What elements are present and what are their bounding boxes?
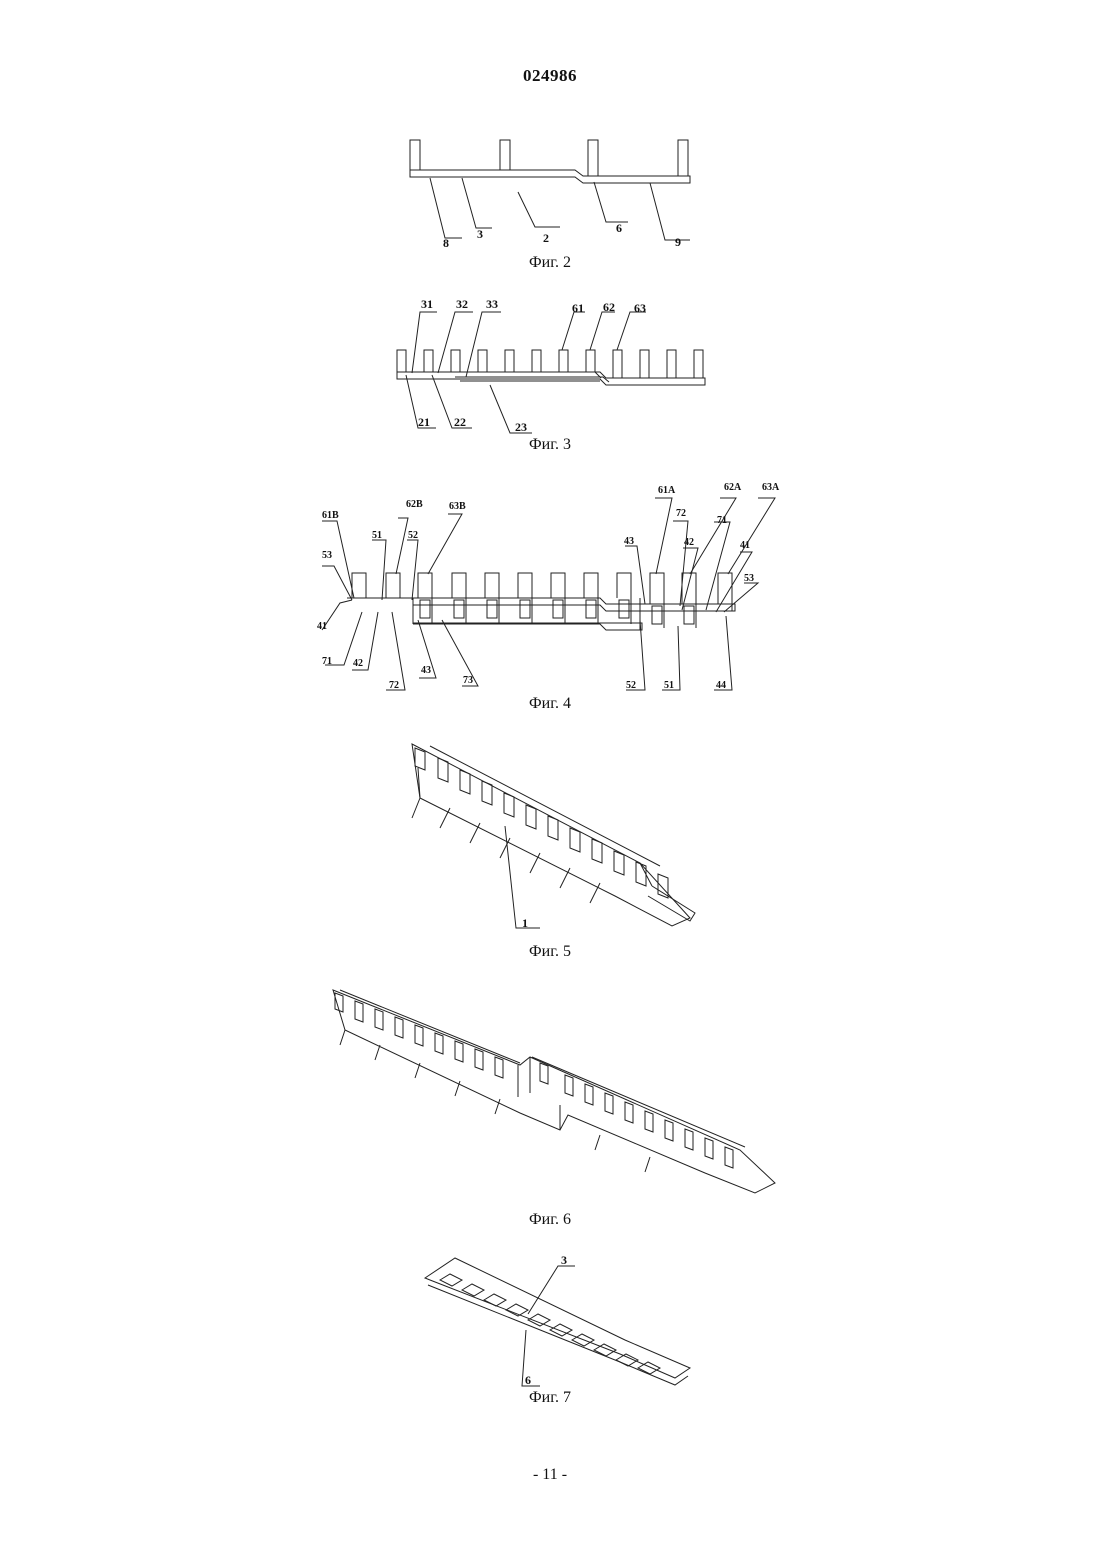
page-number: - 11 - — [0, 1466, 1100, 1484]
figure-5-caption: Фиг. 5 — [0, 943, 1100, 961]
fig4-label: 73 — [463, 675, 473, 686]
figure-3-drawing: 31 32 33 61 62 63 21 22 23 — [0, 295, 1100, 435]
figure-4-drawing: 61B 62B 63B 51 52 53 41 71 42 72 43 73 6… — [0, 478, 1100, 698]
figure-7-caption: Фиг. 7 — [0, 1389, 1100, 1407]
fig2-label: 2 — [543, 231, 549, 245]
fig2-label: 8 — [443, 236, 449, 250]
fig4-label: 43 — [421, 665, 431, 676]
fig4-label: 43 — [624, 536, 634, 547]
fig4-label: 61A — [658, 485, 676, 496]
fig3-label: 32 — [456, 297, 468, 311]
figure-3-caption: Фиг. 3 — [0, 436, 1100, 454]
figure-6-drawing — [0, 985, 1100, 1205]
fig4-label: 71 — [322, 656, 332, 667]
fig4-label: 63B — [449, 501, 466, 512]
figure-5-drawing: 1 — [0, 738, 1100, 938]
figure-7-drawing: 3 6 — [0, 1250, 1100, 1390]
fig4-label: 61B — [322, 510, 339, 521]
fig4-label: 62B — [406, 499, 423, 510]
fig7-label: 6 — [525, 1373, 531, 1387]
fig2-label: 9 — [675, 235, 681, 249]
fig3-label: 61 — [572, 301, 584, 315]
fig4-label: 52 — [626, 680, 636, 691]
fig4-label: 41 — [740, 540, 750, 551]
fig3-label: 22 — [454, 415, 466, 429]
fig3-label: 21 — [418, 415, 430, 429]
fig4-label: 53 — [744, 573, 754, 584]
fig4-label: 63A — [762, 482, 780, 493]
fig3-label: 63 — [634, 301, 646, 315]
figure-6-caption: Фиг. 6 — [0, 1211, 1100, 1229]
fig4-label: 72 — [676, 508, 686, 519]
fig4-label: 72 — [389, 680, 399, 691]
fig5-label: 1 — [522, 916, 528, 930]
figure-2-caption: Фиг. 2 — [0, 254, 1100, 272]
fig7-label: 3 — [561, 1253, 567, 1267]
fig2-label: 3 — [477, 227, 483, 241]
fig3-label: 23 — [515, 420, 527, 434]
fig4-label: 42 — [684, 537, 694, 548]
fig4-label: 52 — [408, 530, 418, 541]
figure-4-caption: Фиг. 4 — [0, 695, 1100, 713]
fig4-label: 71 — [717, 515, 727, 526]
document-number: 024986 — [0, 66, 1100, 86]
fig4-label: 44 — [716, 680, 726, 691]
figure-2-drawing: 8 3 2 6 9 — [0, 130, 1100, 255]
fig4-label: 51 — [664, 680, 674, 691]
fig4-label: 41 — [317, 621, 327, 632]
fig4-label: 51 — [372, 530, 382, 541]
fig4-label: 53 — [322, 550, 332, 561]
fig3-label: 31 — [421, 297, 433, 311]
fig3-label: 33 — [486, 297, 498, 311]
fig2-label: 6 — [616, 221, 622, 235]
fig4-label: 62A — [724, 482, 742, 493]
fig3-label: 62 — [603, 300, 615, 314]
fig4-label: 42 — [353, 658, 363, 669]
